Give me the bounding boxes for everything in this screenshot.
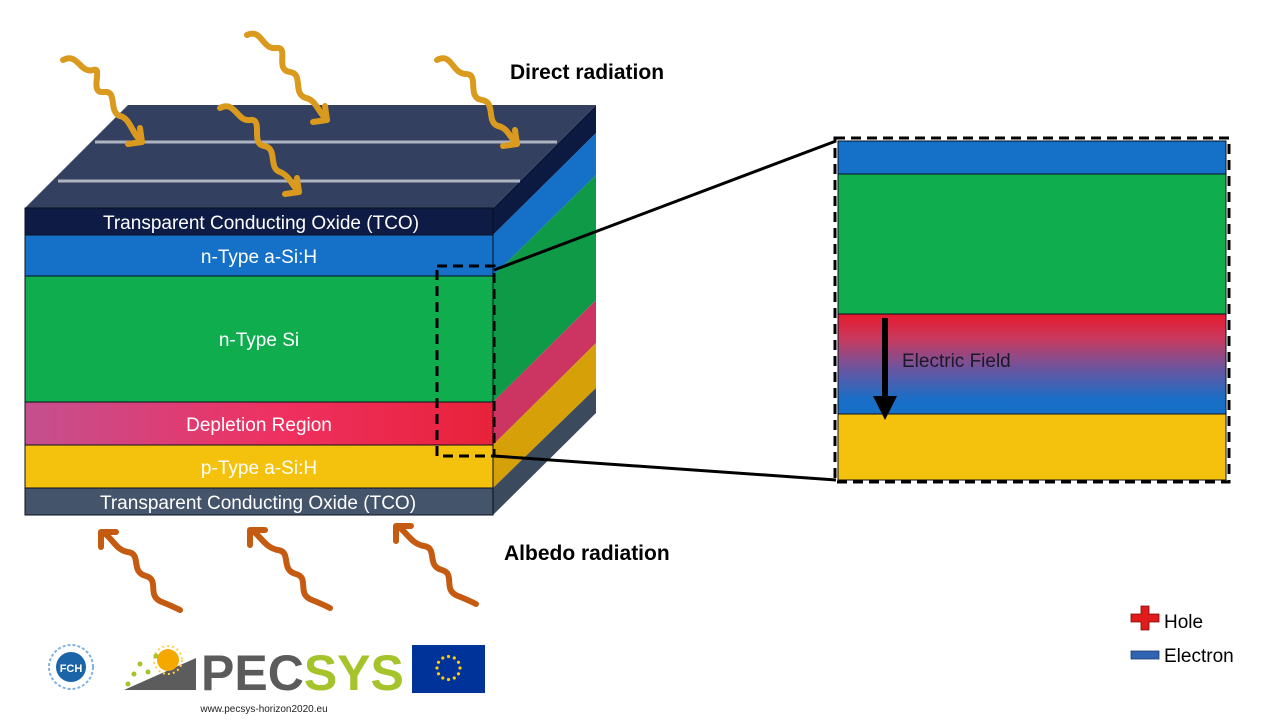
stack-front-face xyxy=(24,207,494,516)
zoom-layer-p-asi xyxy=(837,413,1227,481)
minus-bar-icon xyxy=(1130,650,1160,660)
layer-tco-bottom xyxy=(24,487,494,516)
legend-electron-label: Electron xyxy=(1164,646,1234,667)
wavy-arrow-icon xyxy=(249,527,333,611)
plus-icon xyxy=(1130,605,1160,631)
heading-albedo-radiation: Albedo radiation xyxy=(504,542,670,565)
zoom-connector-top xyxy=(493,139,837,272)
albedo-radiation-arrowheads xyxy=(98,523,414,550)
side-tco-bottom xyxy=(493,388,596,515)
eu-stars xyxy=(435,654,462,682)
wavy-arrow-icon xyxy=(395,523,479,607)
zoom-connector-bottom xyxy=(493,454,837,482)
side-tco-top xyxy=(493,105,596,235)
layer-n-asi xyxy=(24,234,494,277)
stack-side-faces xyxy=(493,105,596,515)
zoom-panel: Electric Field xyxy=(833,136,1231,484)
zoom-layer-n-asi xyxy=(837,140,1227,175)
wavy-arrow-icon xyxy=(100,529,183,613)
label-p-asi: p-Type a-Si:H xyxy=(201,458,317,479)
sun-icon xyxy=(157,649,179,671)
heading-direct-radiation: Direct radiation xyxy=(510,61,664,84)
label-tco-bottom: Transparent Conducting Oxide (TCO) xyxy=(100,493,416,514)
side-n-si xyxy=(493,175,596,402)
legend: Hole Electron xyxy=(1130,605,1234,667)
side-depletion xyxy=(493,300,596,445)
side-n-asi xyxy=(493,133,596,276)
fch-logo: FCH xyxy=(48,644,94,690)
albedo-radiation-arrows xyxy=(100,523,479,613)
layer-depletion xyxy=(24,401,494,446)
fch-logo-text: FCH xyxy=(60,663,83,675)
wavy-arrow-icon xyxy=(60,55,145,145)
legend-hole-label: Hole xyxy=(1164,612,1203,633)
zoom-layer-depletion xyxy=(837,313,1227,415)
zoom-layer-n-si xyxy=(837,173,1227,315)
wavy-arrow-icon xyxy=(244,30,330,123)
label-n-si: n-Type Si xyxy=(219,330,299,351)
eu-flag-icon xyxy=(412,645,485,693)
pecsys-logo: PECSYS xyxy=(124,645,404,701)
layer-p-asi xyxy=(24,444,494,489)
wavy-arrow-icon xyxy=(217,103,302,195)
label-n-asi: n-Type a-Si:H xyxy=(201,247,317,268)
pecsys-logo-sys: SYS xyxy=(304,645,404,701)
zoom-panel-border xyxy=(833,136,1231,484)
pecsys-mountain xyxy=(124,658,196,690)
wavy-arrow-icon xyxy=(434,55,520,147)
pecsys-logo-pec: PEC xyxy=(201,645,304,701)
direct-radiation-arrows xyxy=(60,30,520,195)
electric-field-label: Electric Field xyxy=(902,351,1011,372)
pecsys-logo-text: PECSYS xyxy=(201,645,404,701)
label-tco-top: Transparent Conducting Oxide (TCO) xyxy=(103,213,419,234)
label-depletion: Depletion Region xyxy=(186,415,332,436)
website-url[interactable]: www.pecsys-horizon2020.eu xyxy=(199,704,327,715)
zoom-selection-box xyxy=(435,264,496,458)
side-p-asi xyxy=(493,343,596,488)
direct-radiation-arrowheads xyxy=(125,103,520,197)
